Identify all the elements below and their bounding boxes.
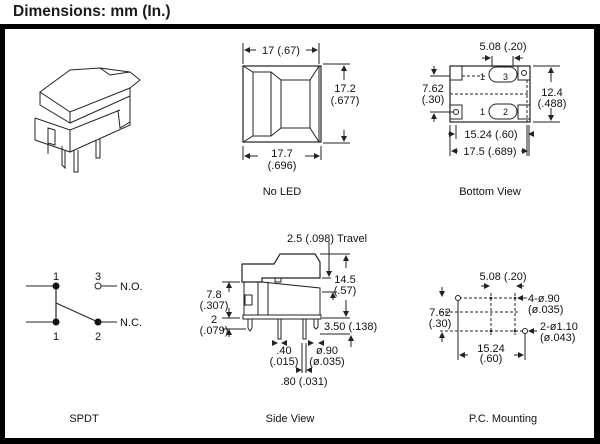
side-view-pin-thk-in: (.015) <box>270 356 299 368</box>
pc-mounting-large-holes-mm: 2-ø1.10 <box>540 321 578 333</box>
side-view-travel: 2.5 (.098) Travel <box>287 233 367 245</box>
bottom-view-row-spacing-mm: 7.62 <box>422 83 443 95</box>
pc-mounting-small-holes-mm: 4-ø.90 <box>528 293 560 305</box>
side-view-pin-length: 3.50 (.138) <box>324 321 377 333</box>
no-led-outline <box>242 65 322 143</box>
side-view-caption: Side View <box>266 413 315 425</box>
side-view-pin-thk-mm: .40 <box>276 345 291 357</box>
bottom-pin-label: 1 <box>480 72 485 82</box>
spdt-caption: SPDT <box>69 413 99 425</box>
side-view <box>222 242 354 373</box>
pc-mounting-pitch: 5.08 (.20) <box>479 271 526 283</box>
bottom-view-overall-width: 17.5 (.689) <box>463 146 516 158</box>
spdt-schematic <box>26 282 117 326</box>
pc-mounting-small-holes-in: (ø.035) <box>528 304 563 316</box>
switch-isometric-icon <box>34 67 141 173</box>
side-view-body-mm: 7.8 <box>206 289 221 301</box>
bottom-view-row-spacing-in: (.30) <box>422 94 445 106</box>
pc-mounting-span-mm: 15.24 <box>477 343 505 355</box>
bottom-view-pitch: 5.08 (.20) <box>479 41 526 53</box>
spdt-no-label: N.O. <box>120 281 143 293</box>
no-led-width-top: 17 (.67) <box>262 45 300 57</box>
bottom-view-height-mm: 12.4 <box>541 87 562 99</box>
spdt-pin-top-right: 3 <box>95 271 101 283</box>
bottom-view-pin-span: 15.24 (.60) <box>464 129 517 141</box>
side-view-pin-dia-mm: ø.90 <box>316 345 338 357</box>
bottom-view <box>430 55 560 156</box>
page-title: Dimensions: mm (In.) <box>13 3 171 20</box>
pc-mounting-row-spacing-in: (.30) <box>429 318 452 330</box>
pc-mounting-span-in: (.60) <box>480 353 503 365</box>
drawing-frame <box>0 24 600 444</box>
pc-mounting-large-holes-in: (ø.043) <box>540 332 575 344</box>
bottom-pin-label: 3 <box>503 72 508 82</box>
side-view-pin-dia-in: (ø.035) <box>309 356 344 368</box>
no-led-caption: No LED <box>263 186 302 198</box>
side-view-height-in: (.57) <box>334 285 357 297</box>
no-led-width-bottom-mm: 17.7 <box>271 148 292 160</box>
bottom-view-height-in: (.488) <box>538 98 567 110</box>
no-led-view <box>242 43 350 160</box>
spdt-pin-bottom-left: 1 <box>53 331 59 343</box>
spdt-pin-top-left: 1 <box>53 271 59 283</box>
side-view-standoff-mm: 2 <box>211 314 217 326</box>
no-led-height-in: (.677) <box>331 95 360 107</box>
bottom-pin-label: 2 <box>503 107 508 117</box>
no-led-width-bottom-in: (.696) <box>268 160 297 172</box>
no-led-height-mm: 17.2 <box>334 83 355 95</box>
side-view-height-mm: 14.5 <box>334 274 355 286</box>
pc-mounting-view <box>439 283 537 360</box>
bottom-view-caption: Bottom View <box>459 186 521 198</box>
side-view-body-in: (.307) <box>200 300 229 312</box>
spdt-nc-label: N.C. <box>120 317 142 329</box>
side-view-pin-width: .80 (.031) <box>280 376 327 388</box>
pc-mounting-caption: P.C. Mounting <box>469 413 537 425</box>
pc-mounting-row-spacing-mm: 7.62 <box>429 307 450 319</box>
bottom-pin-label: 1 <box>480 107 485 117</box>
spdt-pin-bottom-right: 2 <box>95 331 101 343</box>
side-view-standoff-in: (.079) <box>200 325 229 337</box>
